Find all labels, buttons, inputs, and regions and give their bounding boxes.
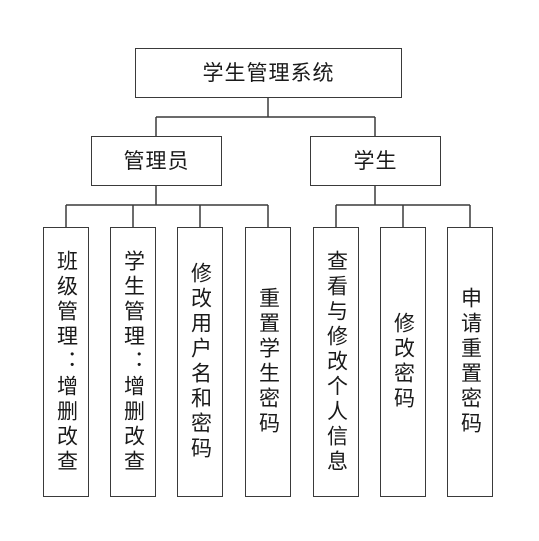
root-label: 学生管理系统 [202, 60, 335, 85]
leaf-change-password: 修改密码 [380, 227, 426, 497]
admin-label: 管理员 [123, 148, 190, 173]
leaf-request-password-reset: 申请重置密码 [447, 227, 493, 497]
student-node: 学生 [310, 136, 441, 186]
leaf-reset-student-password: 重置学生密码 [245, 227, 291, 497]
leaf-label: 申请重置密码 [458, 287, 483, 437]
leaf-label: 重置学生密码 [256, 287, 281, 437]
student-label: 学生 [353, 148, 398, 173]
leaf-label: 修改密码 [391, 312, 416, 412]
leaf-label: 查看与修改个人信息 [324, 249, 349, 475]
leaf-label: 修改用户名和密码 [188, 262, 213, 462]
admin-node: 管理员 [91, 136, 222, 186]
leaf-label: 学生管理：增删改查 [121, 249, 146, 475]
leaf-label: 班级管理：增删改查 [54, 249, 79, 475]
leaf-student-management: 学生管理：增删改查 [110, 227, 156, 497]
leaf-view-edit-personal-info: 查看与修改个人信息 [313, 227, 359, 497]
leaf-modify-username-password: 修改用户名和密码 [177, 227, 223, 497]
leaf-class-management: 班级管理：增删改查 [43, 227, 89, 497]
root-node: 学生管理系统 [135, 48, 402, 98]
